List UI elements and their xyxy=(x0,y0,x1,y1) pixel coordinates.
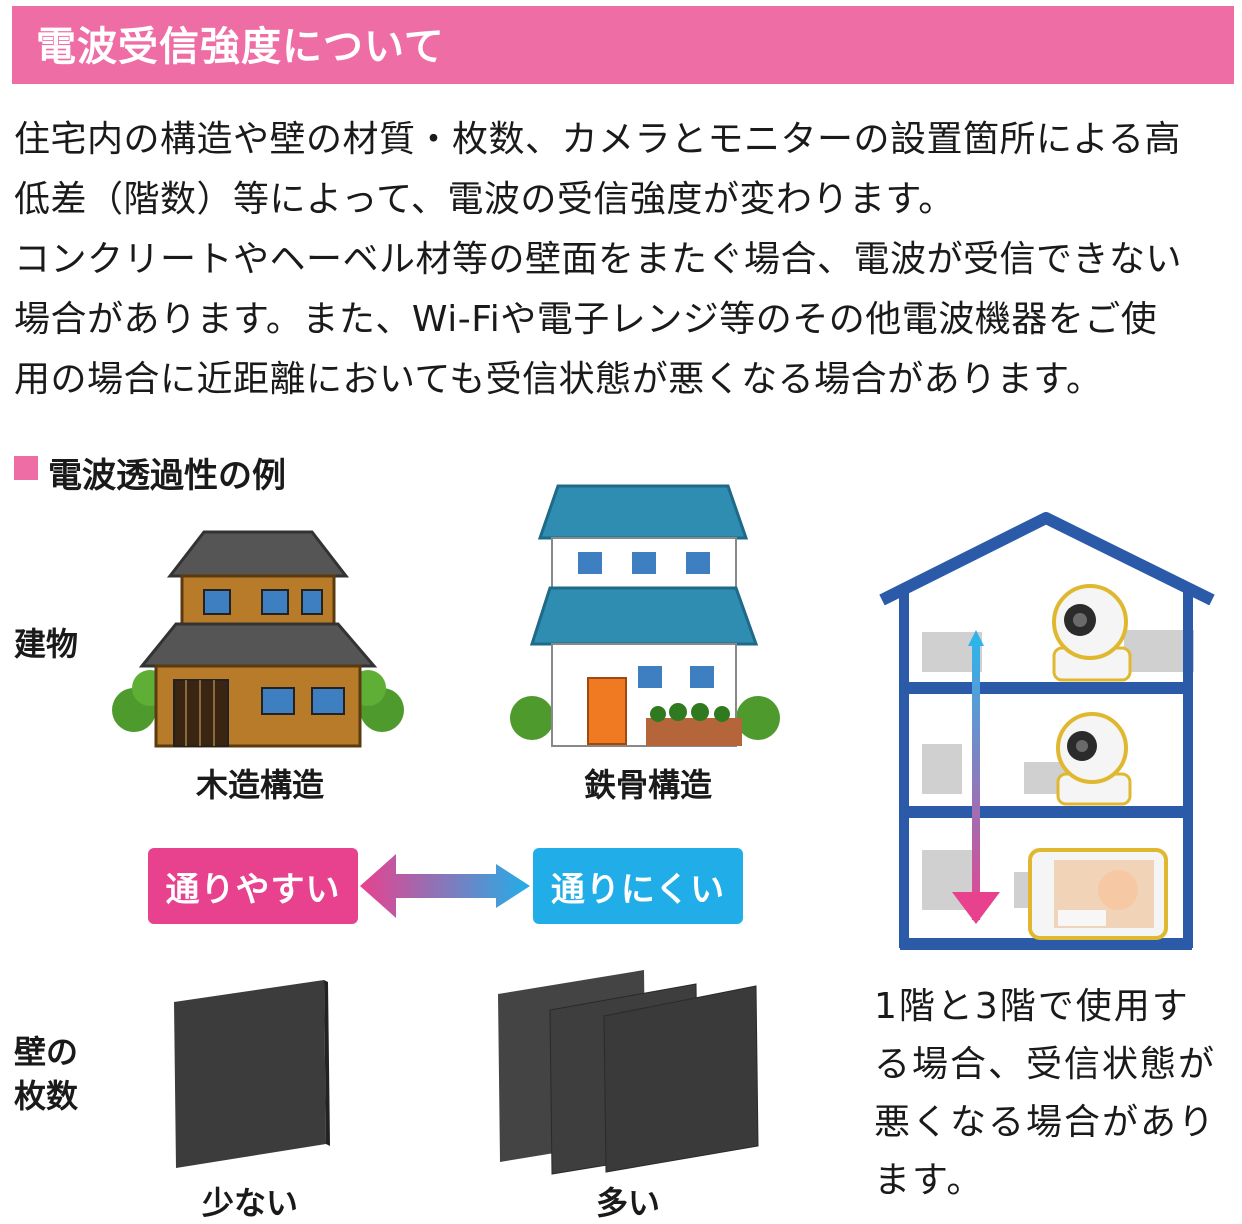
section-marker xyxy=(14,456,38,480)
floor-note: 1階と3階で使用す る場合、受信状態が 悪くなる場合があり ます。 xyxy=(874,978,1226,1210)
walls-row-label: 壁の 枚数 xyxy=(14,1030,78,1118)
house-cross-section-illustration xyxy=(879,512,1215,950)
intro-line: 場合があります。また、Wi-Fiや電子レンジ等のその他電波機器をご使 xyxy=(14,299,1158,340)
wooden-house-illustration xyxy=(112,530,404,748)
walls-label-line: 壁の xyxy=(14,1033,79,1071)
steel-structure-caption: 鉄骨構造 xyxy=(583,766,712,804)
double-arrow-icon xyxy=(360,854,530,918)
page-title: 電波受信強度について xyxy=(36,24,445,70)
note-line: 1階と3階で使用す xyxy=(874,986,1190,1027)
many-walls-caption: 多い xyxy=(595,1184,660,1222)
header-bar xyxy=(12,6,1234,84)
intro-line: 住宅内の構造や壁の材質・枚数、カメラとモニターの設置箇所による高 xyxy=(14,119,1181,160)
multiple-wall-panels xyxy=(498,970,759,1175)
intro-paragraph: 住宅内の構造や壁の材質・枚数、カメラとモニターの設置箇所による高 低差（階数）等… xyxy=(14,110,1236,410)
building-row-label: 建物 xyxy=(14,625,79,663)
hard-pass-label: 通りにくい xyxy=(533,848,743,924)
note-line: る場合、受信状態が xyxy=(874,1044,1217,1085)
steel-house-illustration xyxy=(510,484,780,747)
intro-line: 低差（階数）等によって、電波の受信強度が変わります。 xyxy=(14,179,955,220)
note-line: 悪くなる場合があり xyxy=(874,1102,1217,1143)
walls-label-line: 枚数 xyxy=(14,1077,79,1115)
note-line: ます。 xyxy=(874,1160,985,1201)
intro-line: コンクリートやヘーベル材等の壁面をまたぐ場合、電波が受信できない xyxy=(14,239,1183,280)
section-title: 電波透過性の例 xyxy=(48,456,286,496)
few-walls-caption: 少ない xyxy=(201,1184,298,1222)
wood-structure-caption: 木造構造 xyxy=(195,766,324,804)
intro-line: 用の場合に近距離においても受信状態が悪くなる場合があります。 xyxy=(14,359,1103,400)
single-wall-panel xyxy=(174,980,330,1168)
easy-pass-label: 通りやすい xyxy=(148,848,358,924)
